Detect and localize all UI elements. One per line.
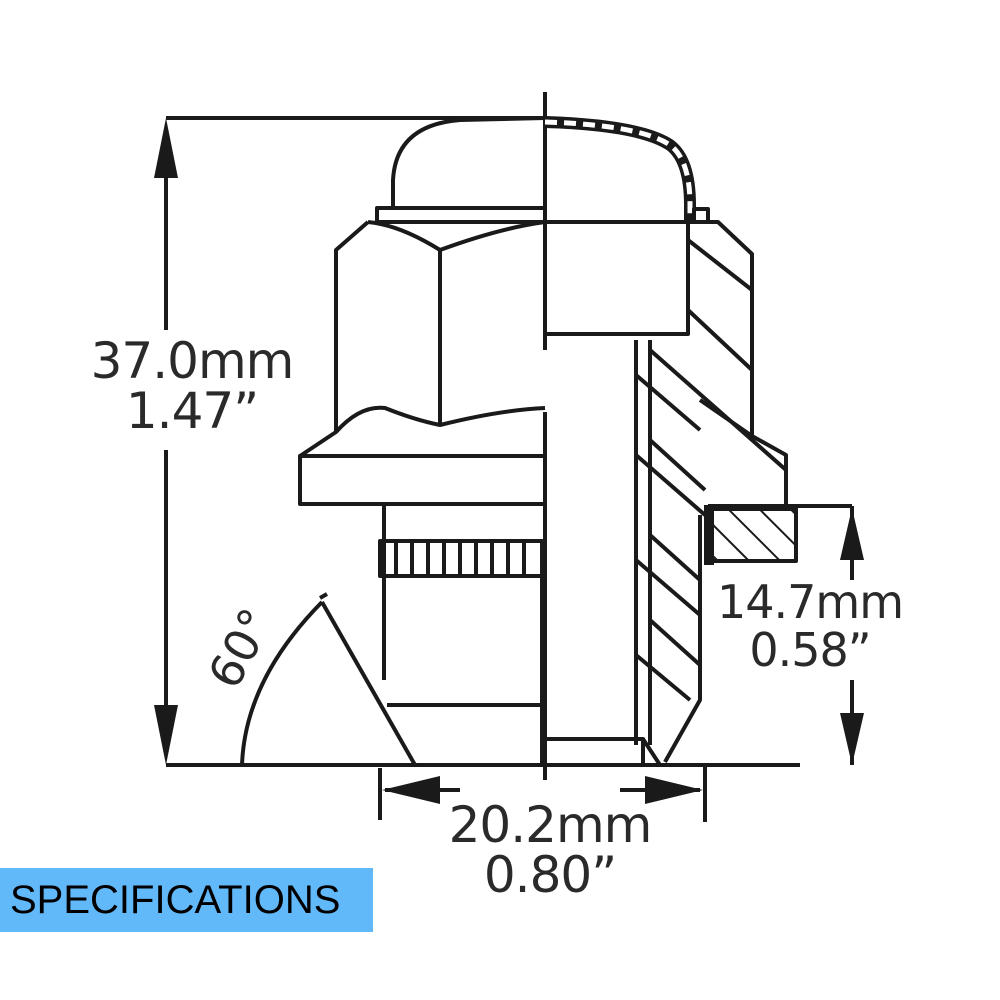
knurled-shank [378,504,544,765]
specifications-banner: SPECIFICATIONS [0,868,373,932]
seat-width-metric: 20.2mm [448,796,653,854]
overall-height-imperial: 1.47” [125,382,259,440]
seat-height-metric: 14.7mm [716,575,904,629]
seat-width-dimension [378,765,707,822]
seat-height-label: 14.7mm 0.58” [700,578,920,674]
overall-height-metric: 37.0mm [90,332,295,390]
cap-section [544,116,710,224]
cap-dome-exterior [375,116,547,224]
hex-section [543,220,788,508]
seat-height-dimension [840,506,864,765]
seat-width-imperial: 0.80” [483,846,617,904]
hex-body-exterior [298,220,546,458]
seat-hatched-block [704,504,852,565]
seat-height-imperial: 0.58” [749,623,871,677]
overall-height-label: 37.0mm 1.47” [82,336,302,436]
seat-angle-indicator [240,592,417,766]
seat-width-label: 20.2mm 0.80” [430,800,670,900]
flange-exterior [298,454,547,506]
shank-section [543,340,788,767]
